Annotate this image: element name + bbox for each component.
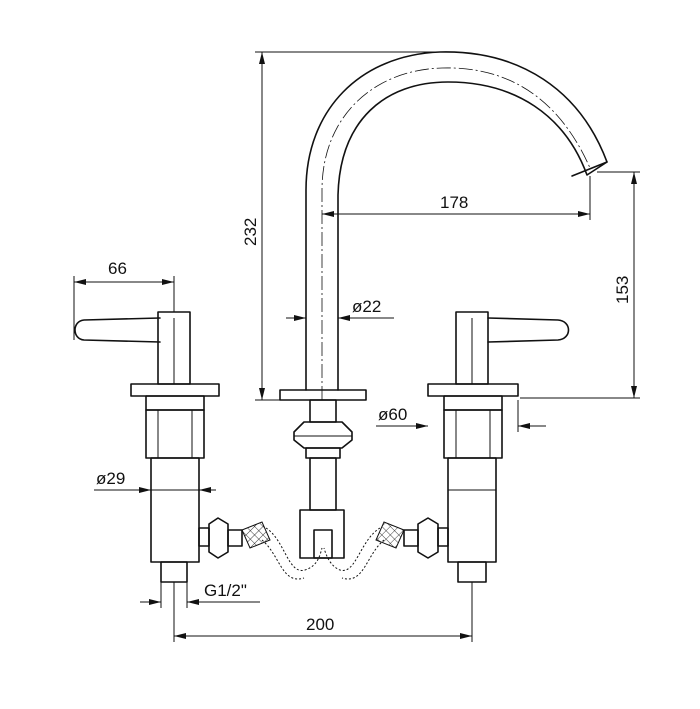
right-flange: [427, 383, 519, 397]
center-distance-label: 200: [306, 615, 334, 634]
connection-thread-label: G1/2": [204, 581, 247, 600]
spout-shank: [299, 509, 345, 559]
flange-diameter-label: ø60: [378, 405, 407, 424]
dimension-labels: 66 232 178 153 ø22 ø60 ø29 G1/2" 200: [96, 193, 632, 634]
left-connector-nut: [208, 517, 229, 559]
dimension-lines: [73, 51, 640, 642]
right-valve: [403, 311, 570, 583]
right-valve-body: [447, 457, 497, 563]
right-lever-handle: [487, 317, 570, 343]
left-valve-body: [150, 457, 200, 563]
left-valve: [74, 311, 243, 583]
spout: [279, 51, 608, 559]
spout-outlet-height-label: 153: [613, 276, 632, 304]
left-flange: [130, 383, 220, 397]
spout-flange: [279, 389, 367, 401]
spout-reach-label: 178: [440, 193, 468, 212]
handle-reach-label: 66: [108, 259, 127, 278]
left-hex-nut: [145, 409, 205, 459]
spout-nut: [293, 421, 353, 449]
right-connector-nut: [417, 517, 439, 559]
right-hex-nut: [443, 409, 503, 459]
spout-diameter-label: ø22: [352, 297, 381, 316]
valve-body-diameter-label: ø29: [96, 469, 125, 488]
spout-height-label: 232: [241, 218, 260, 246]
flexible-hoses: [241, 521, 405, 580]
left-lever-handle: [74, 317, 161, 343]
